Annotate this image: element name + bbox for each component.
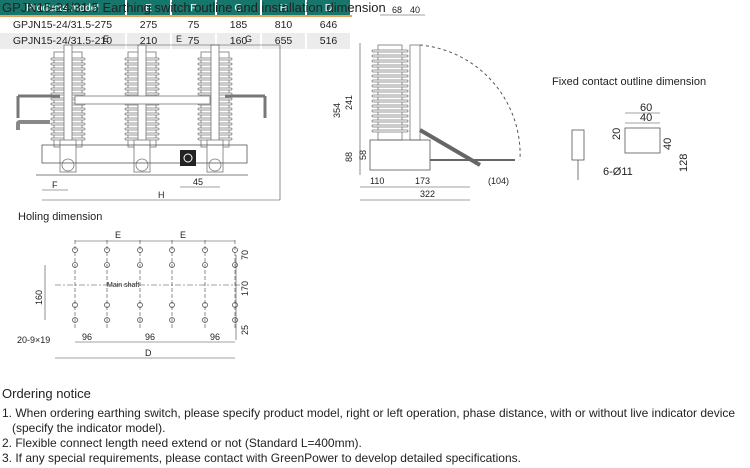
- dim-58: 58: [358, 150, 368, 160]
- mounting-hole: [137, 317, 143, 323]
- dim-E1: E: [103, 34, 109, 44]
- col-D: D: [306, 0, 352, 17]
- dim-40b: 40: [662, 138, 674, 150]
- holing-drawing: Holing dimension E E 70 160 Main shaft 1…: [17, 211, 250, 359]
- notice-item: 1. When ordering earthing switch, please…: [2, 406, 736, 435]
- dim-88: 88: [344, 152, 354, 162]
- dim-G: G: [245, 34, 252, 44]
- col-E: E: [126, 0, 172, 17]
- notice-item: 3. If any special requirements, please c…: [2, 451, 521, 465]
- mounting-hole: [104, 317, 110, 323]
- cell: GPJN15-24/31.5-275: [0, 16, 127, 33]
- dim-slots: 20-9×19: [17, 335, 50, 345]
- mounting-hole: [202, 317, 208, 323]
- table-row: GPJN15-24/31.5-275 275 75 185 810 646: [0, 16, 352, 33]
- cell: 185: [216, 16, 262, 33]
- mounting-hole: [232, 317, 238, 323]
- dim-68: 68: [392, 5, 402, 15]
- dim-60: 60: [640, 102, 652, 114]
- notice-heading: Ordering notice: [2, 386, 91, 401]
- dim-354: 354: [332, 103, 342, 118]
- col-G: G: [216, 0, 262, 17]
- operating-shaft-icon: [180, 150, 196, 166]
- dim-25: 25: [240, 325, 250, 335]
- dim-45: 45: [193, 177, 203, 187]
- dim-96b: 96: [145, 332, 155, 342]
- col-F: F: [171, 0, 217, 17]
- table-header-row: Products model E F G H D: [0, 0, 352, 17]
- dim-322: 322: [420, 189, 435, 199]
- col-model: Products model: [0, 0, 127, 17]
- cell: 516: [306, 33, 352, 49]
- dim-128: 128: [678, 154, 690, 172]
- dim-110: 110: [370, 176, 384, 186]
- side-view-drawing: 68 40 354 241 88 58 110 173 (104) 322: [332, 5, 521, 201]
- dim-173: 173: [415, 176, 430, 186]
- cell: 646: [306, 16, 352, 33]
- dim-96a: 96: [82, 332, 92, 342]
- dim-E2: E: [180, 230, 186, 240]
- dim-104: (104): [488, 176, 509, 186]
- dim-40a: 40: [640, 112, 652, 124]
- insulator: [50, 44, 86, 173]
- dim-D: D: [145, 348, 152, 358]
- page-title: GPJN15-24/31.5 Earthing switch outline a…: [2, 0, 386, 15]
- dim-40: 40: [410, 5, 420, 15]
- dim-170: 170: [240, 281, 250, 296]
- holing-title: Holing dimension: [18, 211, 102, 223]
- dim-96c: 96: [210, 332, 220, 342]
- insulator: [197, 44, 233, 173]
- mounting-hole: [169, 317, 175, 323]
- dim-20: 20: [611, 128, 623, 140]
- insulator: [124, 44, 160, 173]
- dim-E1: E: [115, 230, 121, 240]
- cell: 75: [171, 16, 217, 33]
- dim-241: 241: [344, 95, 354, 110]
- dim-70: 70: [240, 250, 250, 260]
- drawings: E E G F H 45 68 40 354 241 88 58 110 173…: [16, 5, 706, 359]
- cell: 275: [126, 16, 172, 33]
- dim-E2: E: [176, 34, 182, 44]
- mounting-hole: [72, 317, 78, 323]
- dim-H: H: [158, 190, 165, 200]
- notice-item: 2. Flexible connect length need extend o…: [2, 436, 362, 450]
- main-shaft-label: Main shaft: [107, 282, 139, 289]
- fixed-contact-drawing: Fixed contact outline dimension 60 40 20…: [552, 76, 706, 180]
- dim-holes: 6-Ø11: [603, 166, 633, 178]
- col-H: H: [261, 0, 307, 17]
- cell: 810: [261, 16, 307, 33]
- fixed-contact-title: Fixed contact outline dimension: [552, 76, 706, 88]
- ordering-notice: Ordering notice 1. When ordering earthin…: [2, 386, 750, 466]
- dim-F: F: [52, 180, 58, 190]
- dim-160: 160: [34, 290, 44, 305]
- front-view-drawing: E E G F H 45: [16, 34, 281, 201]
